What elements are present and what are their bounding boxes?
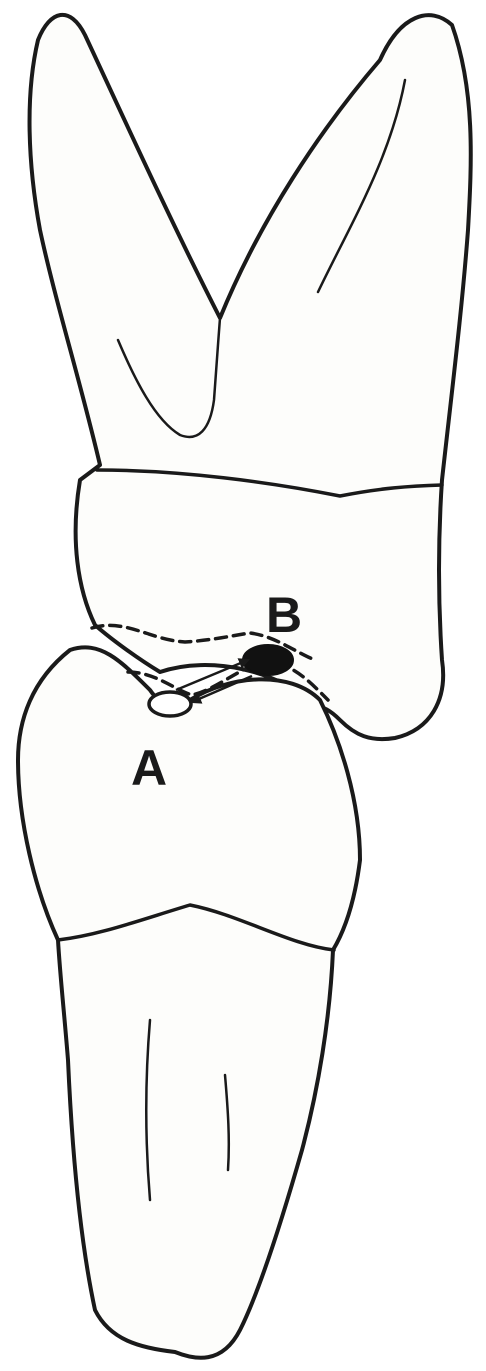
lower-tooth bbox=[18, 647, 360, 1357]
upper-tooth bbox=[30, 15, 471, 739]
lower-tooth-outline bbox=[18, 647, 360, 1357]
upper-tooth-outline bbox=[30, 15, 471, 739]
label-a: A bbox=[131, 740, 167, 796]
contact-point-b bbox=[243, 645, 293, 675]
label-b: B bbox=[266, 587, 302, 643]
contact-point-a bbox=[149, 692, 191, 716]
